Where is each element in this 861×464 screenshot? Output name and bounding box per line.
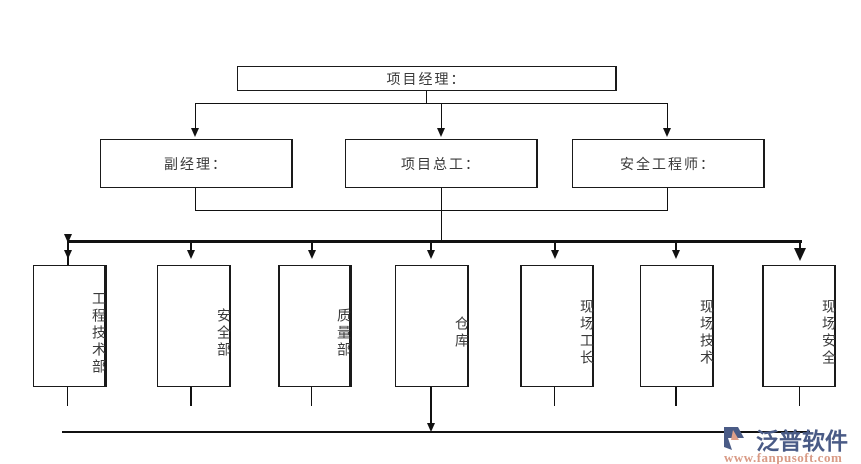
connector-level2-merge-rail bbox=[195, 210, 668, 211]
node-label: 仓库 bbox=[453, 316, 468, 350]
connector-safety-engineer-down bbox=[667, 188, 668, 210]
arrowhead-safety-engineer bbox=[663, 128, 671, 137]
node-label: 项目经理： bbox=[386, 72, 467, 88]
node-safety-dept[interactable]: 安全部 bbox=[157, 265, 231, 387]
node-label: 现场安全 bbox=[820, 299, 835, 367]
arrowhead-site-safety bbox=[794, 248, 806, 261]
arrowhead-site-technician bbox=[672, 250, 680, 259]
connector-drop-safety-engineer bbox=[667, 103, 668, 129]
arrowhead-deputy-manager bbox=[191, 128, 199, 137]
connector-deputy-manager-down bbox=[195, 188, 196, 210]
watermark-url: www.fanpusoft.com bbox=[724, 450, 843, 464]
node-project-manager[interactable]: 项目经理： bbox=[237, 66, 617, 91]
arrowhead-site-foreman bbox=[551, 250, 559, 259]
node-site-technician[interactable]: 现场技术 bbox=[640, 265, 714, 387]
node-deputy-manager[interactable]: 副经理： bbox=[100, 139, 293, 188]
connector-stub-site-technician bbox=[675, 387, 677, 406]
connector-drop-project-chief-engineer bbox=[441, 103, 442, 129]
node-warehouse[interactable]: 仓库 bbox=[395, 265, 469, 387]
arrowhead-safety-dept bbox=[187, 250, 195, 259]
arrowhead-warehouse-to-baseline bbox=[427, 423, 435, 432]
node-site-safety[interactable]: 现场安全 bbox=[762, 265, 836, 387]
node-label: 安全工程师： bbox=[620, 157, 716, 173]
arrowhead-project-chief-engineer bbox=[437, 128, 445, 137]
connector-drop-site-technician bbox=[675, 240, 677, 252]
fanpu-logo-icon bbox=[724, 427, 744, 450]
arrowhead-warehouse bbox=[427, 250, 435, 259]
watermark-brand: 泛普软件 bbox=[756, 428, 848, 454]
node-label: 项目总工： bbox=[401, 157, 481, 173]
node-label: 工程技术部 bbox=[90, 290, 105, 376]
arrowhead-engineering-tech-dept bbox=[64, 234, 72, 243]
connector-stub-engineering-tech-dept bbox=[67, 387, 68, 406]
arrowhead-engineering-tech-dept bbox=[64, 250, 72, 259]
node-site-foreman[interactable]: 现场工长 bbox=[520, 265, 594, 387]
connector-drop-warehouse bbox=[430, 240, 432, 252]
node-label: 质量部 bbox=[335, 307, 350, 359]
connector-drop-site-safety bbox=[799, 240, 801, 252]
connector-drop-site-foreman bbox=[554, 240, 556, 252]
connector-drop-safety-dept bbox=[190, 240, 192, 252]
connector-drop-deputy-manager bbox=[195, 103, 196, 129]
node-safety-engineer[interactable]: 安全工程师： bbox=[572, 139, 765, 188]
connector-drop-quality-dept bbox=[311, 240, 313, 252]
arrowhead-quality-dept bbox=[308, 250, 316, 259]
watermark: 泛普软件 www.fanpusoft.com bbox=[722, 424, 858, 464]
node-label: 现场工长 bbox=[578, 299, 593, 367]
connector-level2-bus bbox=[195, 103, 667, 104]
connector-stem-engineering-tech-dept bbox=[67, 240, 69, 252]
connector-stub-warehouse bbox=[430, 387, 432, 426]
node-label: 安全部 bbox=[215, 307, 230, 359]
connector-pm-stem bbox=[426, 91, 427, 103]
connector-stub-quality-dept bbox=[311, 387, 312, 406]
connector-project-chief-engineer-down bbox=[441, 188, 442, 240]
node-project-chief-engineer[interactable]: 项目总工： bbox=[345, 139, 538, 188]
node-label: 副经理： bbox=[164, 157, 228, 173]
connector-baseline bbox=[62, 431, 810, 433]
node-quality-dept[interactable]: 质量部 bbox=[278, 265, 352, 387]
connector-stub-site-safety bbox=[799, 387, 800, 406]
node-label: 现场技术 bbox=[698, 299, 713, 367]
connector-level3-bus bbox=[67, 240, 802, 243]
connector-stub-site-foreman bbox=[554, 387, 555, 406]
connector-stub-safety-dept bbox=[190, 387, 192, 406]
node-engineering-tech-dept[interactable]: 工程技术部 bbox=[33, 265, 107, 387]
